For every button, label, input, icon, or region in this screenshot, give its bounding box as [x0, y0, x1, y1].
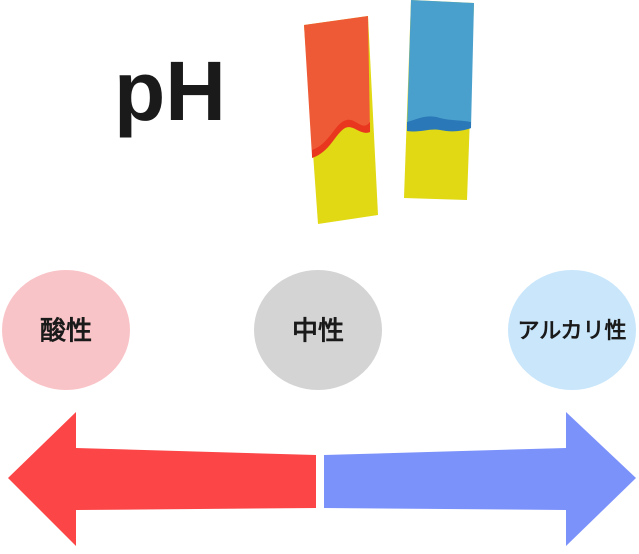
acid-label: 酸性 [40, 317, 92, 347]
blue-litmus-strip [404, 0, 474, 200]
alkaline-arrow [324, 412, 636, 546]
alkaline-badge: アルカリ性 [508, 270, 636, 390]
ph-title: pH [114, 44, 226, 138]
neutral-label: 中性 [292, 317, 344, 347]
alkaline-label: アルカリ性 [517, 319, 626, 344]
acid-badge: 酸性 [2, 270, 130, 390]
acid-circle [2, 270, 130, 390]
red-litmus-strip [304, 16, 378, 224]
neutral-badge: 中性 [254, 270, 382, 390]
neutral-circle [254, 270, 382, 390]
acid-arrow [8, 412, 316, 546]
alkaline-circle [508, 270, 636, 390]
